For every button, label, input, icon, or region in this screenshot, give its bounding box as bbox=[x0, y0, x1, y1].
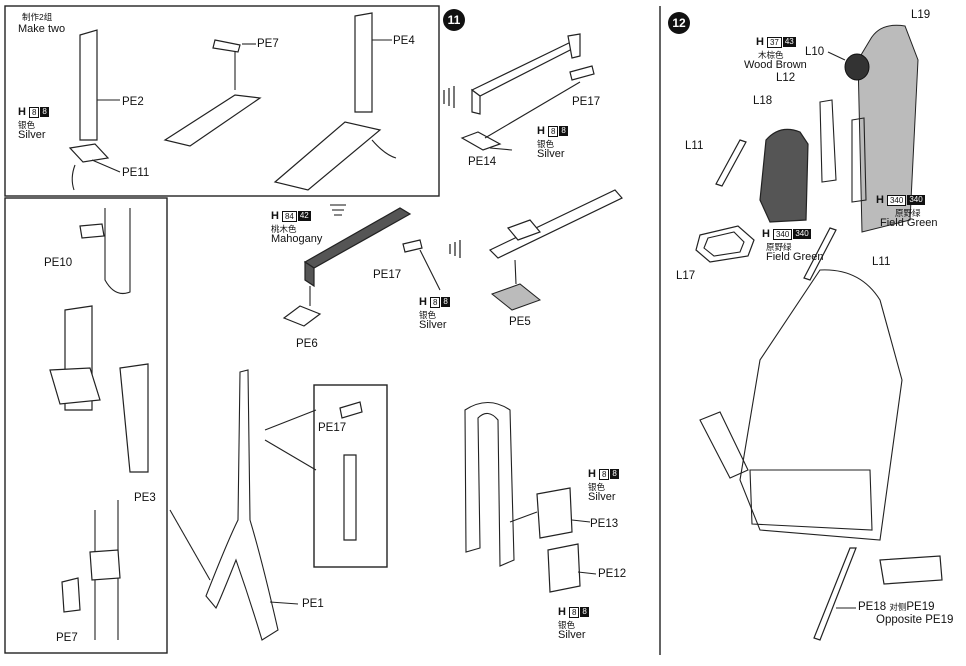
top-left-frame bbox=[4, 5, 440, 197]
label-pe5: PE5 bbox=[509, 316, 531, 328]
paint-code2: 43 bbox=[782, 37, 796, 47]
paint-field-green-seat: H 340 340 bbox=[762, 228, 811, 240]
paint-cn: 木棕色 bbox=[758, 50, 784, 60]
label-pe7-bottom: PE7 bbox=[56, 632, 78, 644]
paint-h: H bbox=[558, 606, 566, 618]
paint-h: H bbox=[756, 36, 764, 48]
label-pe17-mid: PE17 bbox=[373, 269, 402, 281]
paint-silver-pe13: H 8 8 bbox=[588, 468, 619, 480]
paint-code1: 340 bbox=[886, 194, 907, 206]
inset-frame bbox=[313, 384, 388, 568]
label-l17: L17 bbox=[676, 270, 696, 282]
paint-h: H bbox=[876, 194, 884, 206]
paint-h: H bbox=[762, 228, 770, 240]
paint-cn: 银色 bbox=[558, 620, 576, 630]
paint-en: Silver bbox=[558, 629, 586, 641]
label-l19: L19 bbox=[911, 9, 931, 21]
paint-en: Mahogany bbox=[271, 233, 323, 245]
opposite-text: Opposite bbox=[876, 614, 923, 626]
paint-en: Field Green bbox=[880, 217, 938, 229]
paint-code2: 8 bbox=[559, 126, 568, 136]
make-two-cn: 制作2组 bbox=[22, 12, 53, 22]
paint-en: Field Green bbox=[766, 251, 824, 263]
paint-code2: 8 bbox=[610, 469, 619, 479]
label-pe18: PE18 对侧PE19 bbox=[858, 601, 935, 613]
label-pe11: PE11 bbox=[122, 167, 150, 179]
paint-cn: 原野绿 bbox=[766, 242, 792, 252]
label-pe10: PE10 bbox=[44, 257, 73, 269]
paint-code2: 42 bbox=[297, 211, 311, 221]
paint-silver-pe11: H 8 8 bbox=[18, 106, 49, 118]
step-12-badge: 12 bbox=[668, 12, 690, 34]
paint-code2: 340 bbox=[793, 229, 811, 239]
label-pe12: PE12 bbox=[598, 568, 627, 580]
label-pe3: PE3 bbox=[134, 492, 156, 504]
pe18-text: PE18 bbox=[858, 601, 887, 613]
label-pe4: PE4 bbox=[393, 35, 415, 47]
paint-cn: 银色 bbox=[18, 120, 36, 130]
make-two-label: Make two bbox=[18, 23, 66, 35]
paint-en: Wood Brown bbox=[744, 59, 807, 71]
pe19-b: PE19 bbox=[925, 614, 954, 626]
label-l10: L10 bbox=[805, 46, 825, 58]
paint-code2: 340 bbox=[907, 195, 925, 205]
paint-code1: 37 bbox=[766, 36, 782, 48]
paint-silver-pe14: H 8 8 bbox=[537, 125, 568, 137]
label-pe7-top: PE7 bbox=[257, 38, 279, 50]
label-l18: L18 bbox=[753, 95, 773, 107]
bottom-left-frame bbox=[4, 197, 168, 654]
paint-silver-pe5: H 8 8 bbox=[419, 296, 450, 308]
paint-code1: 8 bbox=[568, 606, 580, 618]
paint-field-green-back: H 340 340 bbox=[876, 194, 925, 206]
paint-h: H bbox=[271, 210, 279, 222]
label-opposite: Opposite PE19 bbox=[876, 614, 953, 626]
paint-en: Silver bbox=[588, 491, 616, 503]
label-l12: L12 bbox=[776, 72, 796, 84]
label-pe13: PE13 bbox=[590, 518, 619, 530]
paint-silver-pe12: H 8 8 bbox=[558, 606, 589, 618]
paint-cn: 银色 bbox=[419, 310, 437, 320]
step-12-number: 12 bbox=[672, 16, 686, 30]
paint-code1: 8 bbox=[598, 468, 610, 480]
label-pe17-step11: PE17 bbox=[572, 96, 601, 108]
paint-h: H bbox=[588, 468, 596, 480]
paint-h: H bbox=[419, 296, 427, 308]
label-l11-left: L11 bbox=[685, 140, 704, 152]
paint-cn: 原野绿 bbox=[895, 208, 921, 218]
step-11-number: 11 bbox=[447, 13, 461, 27]
paint-code1: 340 bbox=[772, 228, 793, 240]
paint-h: H bbox=[537, 125, 545, 137]
paint-code1: 8 bbox=[429, 296, 441, 308]
paint-code1: 84 bbox=[281, 210, 297, 222]
paint-h: H bbox=[18, 106, 26, 118]
paint-code2: 8 bbox=[441, 297, 450, 307]
paint-wood-brown: H 37 43 bbox=[756, 36, 796, 48]
label-l11-right: L11 bbox=[872, 256, 891, 268]
paint-en: Silver bbox=[537, 148, 565, 160]
paint-en: Silver bbox=[419, 319, 447, 331]
opposite-cn: 对侧 bbox=[889, 602, 907, 612]
paint-code2: 8 bbox=[580, 607, 589, 617]
paint-code1: 8 bbox=[547, 125, 559, 137]
label-pe2: PE2 bbox=[122, 96, 144, 108]
label-pe17-inset: PE17 bbox=[318, 422, 347, 434]
paint-cn: 银色 bbox=[588, 482, 606, 492]
paint-code1: 8 bbox=[28, 106, 40, 118]
paint-mahogany: H 84 42 bbox=[271, 210, 311, 222]
pe19-a: PE19 bbox=[906, 601, 935, 613]
label-pe6: PE6 bbox=[296, 338, 318, 350]
paint-en: Silver bbox=[18, 129, 46, 141]
paint-cn: 桃木色 bbox=[271, 224, 297, 234]
paint-code2: 8 bbox=[40, 107, 49, 117]
label-pe14: PE14 bbox=[468, 156, 497, 168]
label-pe1: PE1 bbox=[302, 598, 324, 610]
step-11-badge: 11 bbox=[443, 9, 465, 31]
paint-cn: 银色 bbox=[537, 139, 555, 149]
